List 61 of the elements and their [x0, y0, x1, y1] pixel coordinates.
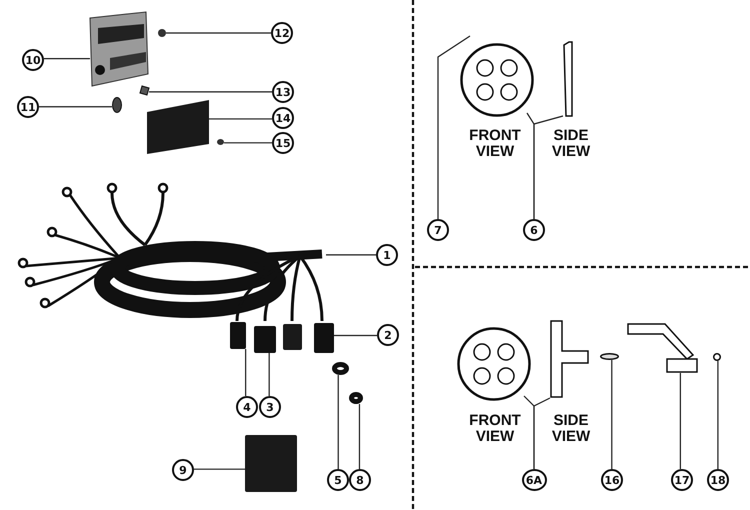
- view-label: SIDE VIEW: [550, 128, 592, 160]
- plate-drawing: [147, 100, 209, 154]
- callout-number: 15: [272, 132, 294, 154]
- callout-number: 1: [376, 244, 398, 266]
- connector-drawing: [230, 322, 246, 349]
- callout-number: 8: [349, 469, 371, 491]
- leader-line: [680, 373, 681, 470]
- callout-number: 12: [271, 22, 293, 44]
- callout-number: 6: [523, 219, 545, 241]
- leader-line: [194, 468, 245, 470]
- gauge-side-drawing: [550, 320, 589, 398]
- leader-line: [533, 397, 550, 469]
- leader-line: [166, 32, 271, 34]
- connector-drawing: [254, 326, 276, 353]
- leader-line: [209, 118, 272, 120]
- view-label: FRONT VIEW: [468, 128, 522, 160]
- pad-drawing: [245, 435, 297, 492]
- leader-line: [39, 106, 112, 108]
- leader-line: [268, 353, 270, 396]
- callout-number: 4: [236, 396, 258, 418]
- leader-line: [611, 360, 612, 469]
- connector-drawing: [283, 324, 302, 350]
- view-label: SIDE VIEW: [550, 413, 592, 444]
- callout-number: 18: [707, 469, 729, 491]
- circuit-plate-drawing: [90, 12, 148, 86]
- screw-drawing: [217, 139, 224, 145]
- elbow-fitting-drawing: [627, 323, 698, 373]
- callout-number: 13: [272, 81, 294, 103]
- gauge-front-drawing: [457, 327, 531, 401]
- screw-drawing: [112, 97, 122, 113]
- leader-line: [717, 361, 718, 469]
- ball-drawing: [713, 353, 721, 361]
- leader-line: [358, 404, 360, 470]
- view-label: FRONT VIEW: [468, 413, 522, 444]
- gauge-side-drawing: [563, 42, 573, 116]
- callout-number: 3: [259, 396, 281, 418]
- leader-line: [338, 375, 339, 469]
- washer-drawing: [332, 362, 349, 375]
- leader-line: [224, 142, 272, 144]
- screw-drawing: [158, 29, 166, 37]
- callout-number: 17: [671, 469, 693, 491]
- washer-drawing: [349, 392, 363, 404]
- callout-number: 7: [427, 219, 449, 241]
- gauge-front-drawing: [460, 43, 534, 117]
- leader-line: [245, 349, 246, 396]
- callout-number: 16: [601, 469, 623, 491]
- leader-line: [334, 334, 377, 336]
- callout-number: 6A: [522, 469, 546, 491]
- callout-number: 9: [172, 459, 194, 481]
- connector-drawing: [314, 323, 334, 353]
- callout-number: 14: [272, 107, 294, 129]
- leader-line: [437, 36, 470, 219]
- callout-number: 5: [327, 469, 349, 491]
- callout-number: 11: [17, 96, 39, 118]
- leader-line: [326, 254, 376, 256]
- leader-line: [533, 115, 564, 219]
- callout-number: 2: [377, 324, 399, 346]
- pin-drawing: [600, 353, 619, 360]
- leader-line: [44, 58, 90, 60]
- callout-number: 10: [22, 49, 44, 71]
- leader-line: [149, 91, 272, 92]
